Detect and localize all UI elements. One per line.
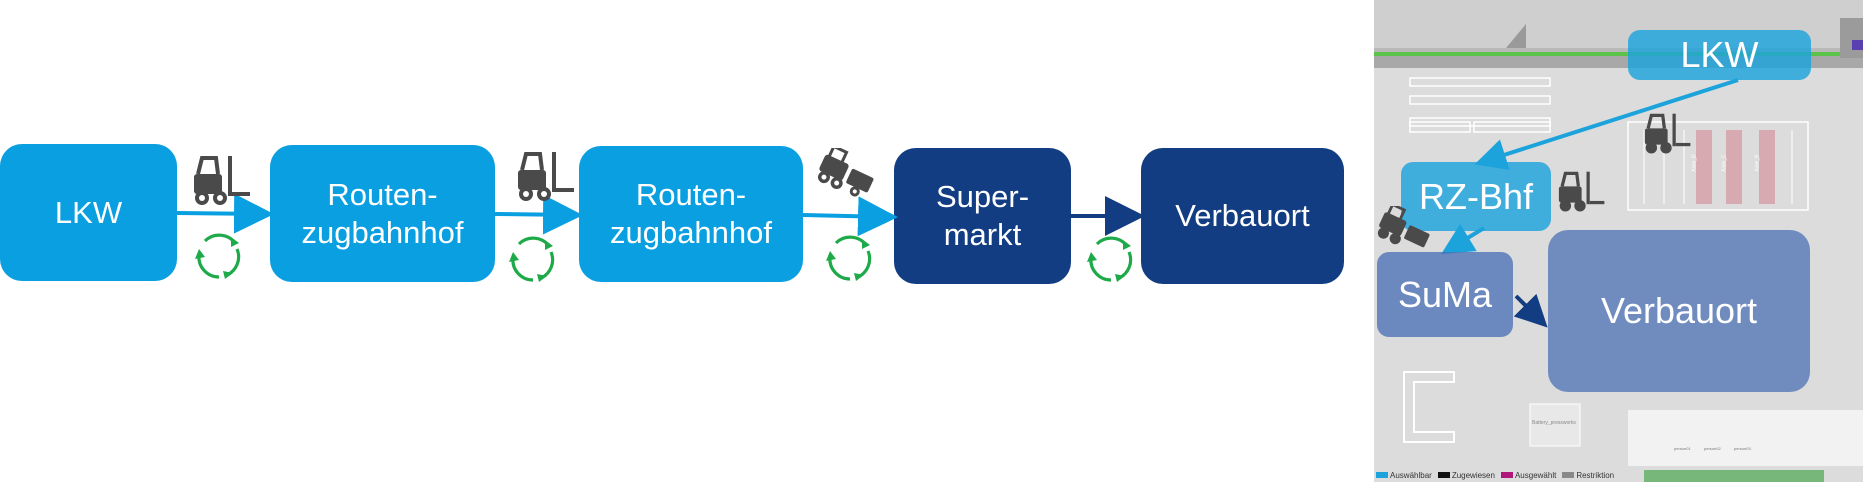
material-flow-diagram: LKW Routen- zugbahnhof Routen- zugbahnho…: [0, 144, 1344, 284]
rack-label: Aisle_C: [1721, 154, 1728, 172]
recycle-arrows-icon: [1087, 236, 1133, 282]
map-label-verbauort: Verbauort: [1548, 230, 1810, 392]
map-label-rzbhf: RZ-Bhf: [1401, 162, 1551, 231]
figure-label: person03: [1734, 446, 1751, 451]
node-routenzugbahnhof-1: Routen- zugbahnhof: [270, 145, 495, 282]
recycle-arrows-icon: [509, 236, 555, 282]
node-routenzugbahnhof-1-label: Routen- zugbahnhof: [301, 176, 464, 250]
figure-label: person02: [1704, 446, 1721, 451]
legend-label: Restriktion: [1576, 470, 1615, 480]
forklift-icon: [1558, 171, 1605, 212]
legend-item: Auswählbar: [1376, 471, 1432, 480]
node-lkw-label: LKW: [54, 194, 123, 230]
layout-map: LKW RZ-Bhf SuMa Verbauort Auswählbar Zug…: [1374, 0, 1863, 482]
legend-item: Zugewiesen: [1437, 470, 1495, 480]
legend-item: Restriktion: [1562, 471, 1614, 480]
map-label-suma: SuMa: [1377, 252, 1513, 337]
node-verbauort: Verbauort: [1141, 148, 1344, 284]
edge-rz1-rz2: [494, 194, 583, 235]
map-legend: Auswählbar Zugewiesen Ausgewählt Restrik…: [1374, 468, 1863, 482]
recycle-arrows-icon: [826, 235, 872, 281]
map-label-verbauort-text: Verbauort: [1600, 290, 1758, 331]
legend-item: Ausgewählt: [1500, 470, 1557, 480]
recycle-arrows-icon: [195, 233, 241, 279]
node-supermarkt: Super- markt: [894, 148, 1071, 284]
forklift-icon: [1644, 113, 1691, 154]
flow-arrows: [176, 193, 1145, 237]
map-label-lkw: LKW: [1628, 30, 1811, 80]
rack-label: Aisle_B: [1754, 154, 1761, 172]
layout-map-background: [1374, 0, 1863, 482]
node-lkw: LKW: [0, 144, 177, 281]
edge-lkw-rz1: [176, 193, 274, 234]
edge-rz2-suma: [802, 196, 898, 237]
legend-label: Zugewiesen: [1451, 470, 1495, 480]
station-label: Battery_pressworks: [1532, 420, 1576, 426]
node-routenzugbahnhof-2: Routen- zugbahnhof: [579, 146, 803, 282]
node-supermarkt-label: Super- markt: [935, 179, 1030, 252]
map-label-suma-text: SuMa: [1397, 273, 1493, 315]
node-verbauort-label: Verbauort: [1175, 198, 1310, 233]
figure-label: person01: [1674, 446, 1691, 451]
forklift-icon: [194, 156, 250, 205]
legend-label: Ausgewählt: [1514, 470, 1557, 480]
tugger-train-icon: [817, 148, 874, 197]
tugger-train-icon: [1377, 206, 1430, 248]
node-routenzugbahnhof-2-label: Routen- zugbahnhof: [609, 177, 773, 250]
map-label-rzbhf-text: RZ-Bhf: [1418, 175, 1533, 217]
rack-label: Aisle_D: [1691, 154, 1698, 172]
map-label-lkw-text: LKW: [1680, 34, 1759, 75]
legend-label: Auswählbar: [1390, 470, 1432, 480]
forklift-icon: [518, 152, 574, 201]
